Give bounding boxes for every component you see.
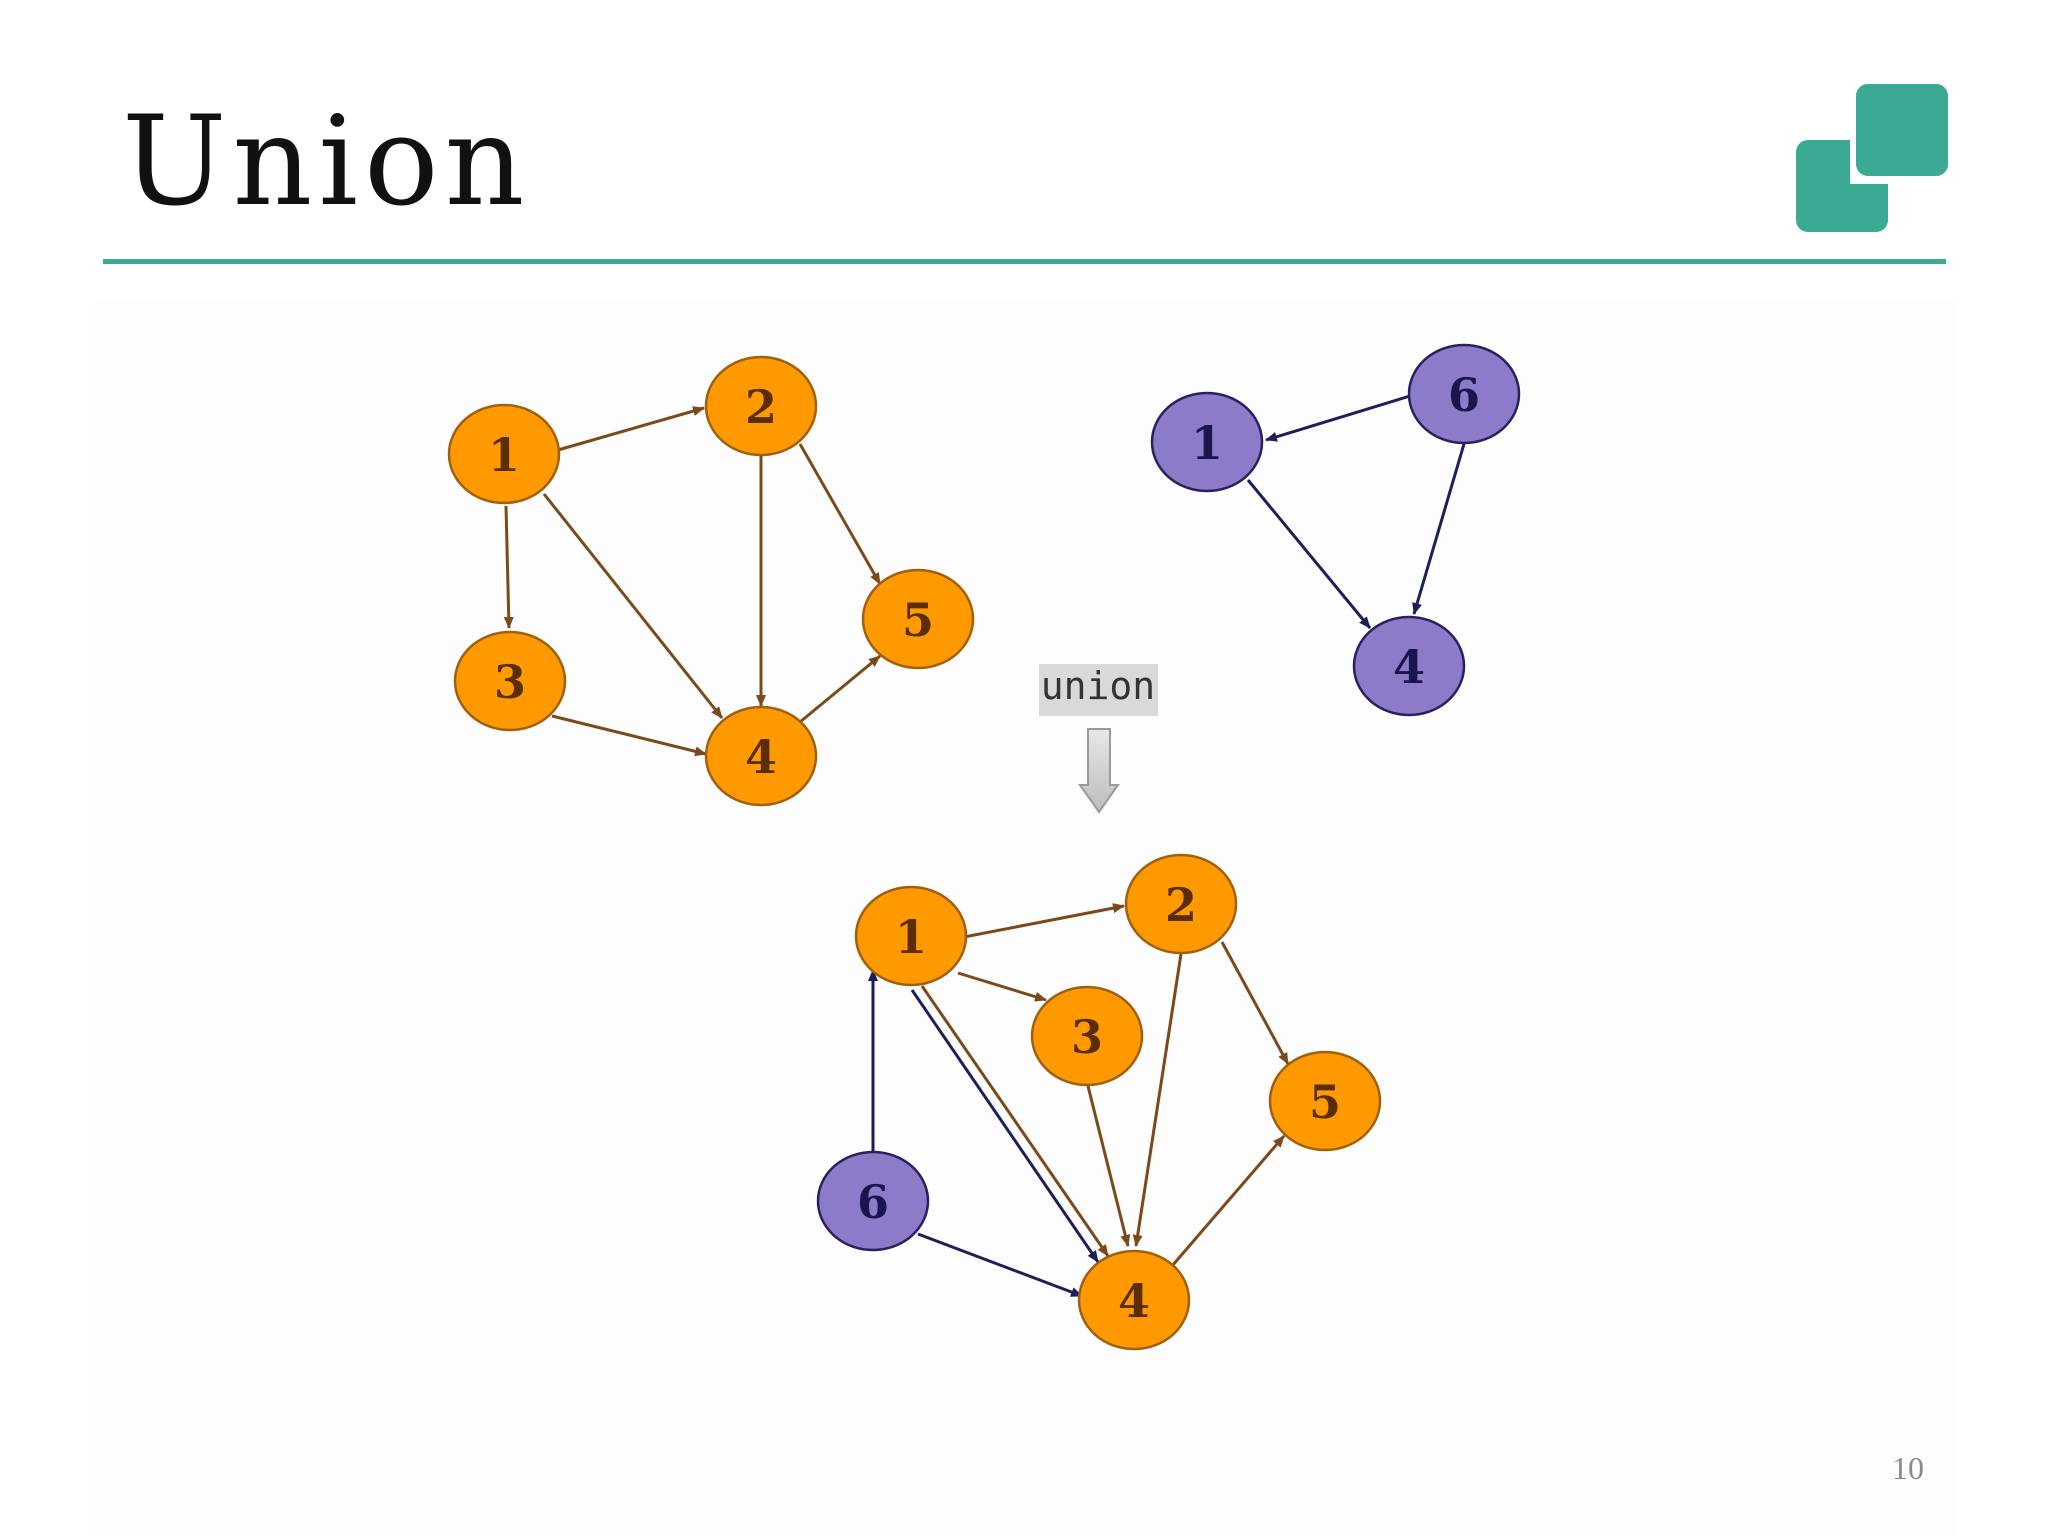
node-label: 1 [488, 428, 520, 482]
graph-a-node-5: 5 [861, 568, 975, 670]
result-node-2: 2 [1124, 853, 1238, 955]
graph-b: 1 4 6 [1150, 343, 1521, 717]
graph-a: 1 2 3 4 5 [447, 355, 975, 807]
result-node-5: 5 [1268, 1050, 1382, 1152]
node-label: 1 [1191, 416, 1223, 470]
edge-a-1-4 [542, 493, 724, 719]
node-label: 4 [1393, 640, 1425, 694]
graph-b-node-4: 4 [1352, 615, 1466, 717]
page-number: 10 [1892, 1450, 1924, 1486]
node-label: 6 [1448, 368, 1480, 422]
node-label: 2 [1165, 878, 1197, 932]
arrow-down-icon [1078, 728, 1120, 814]
graph-a-node-2: 2 [704, 355, 818, 457]
edge-b-6-1 [1265, 394, 1411, 442]
edge-r-1-4-b [910, 989, 1100, 1263]
node-label: 6 [857, 1175, 889, 1229]
node-label: 4 [1118, 1274, 1150, 1328]
edge-a-3-4 [551, 714, 707, 757]
edge-r-3-4 [1086, 1085, 1131, 1247]
edge-a-4-5 [799, 654, 881, 724]
edge-a-1-3 [503, 505, 514, 629]
slide-title: Union [122, 90, 531, 234]
result-node-4: 4 [1077, 1249, 1191, 1351]
union-label-bg [1039, 664, 1158, 716]
result-node-6: 6 [816, 1150, 930, 1252]
graph-a-node-4: 4 [704, 705, 818, 807]
node-label: 4 [745, 730, 777, 784]
edge-r-4-5 [1170, 1135, 1286, 1267]
union-label: union [1041, 664, 1155, 708]
node-label: 2 [745, 380, 777, 434]
edge-r-1-4 [920, 985, 1110, 1257]
edge-r-2-5 [1220, 941, 1290, 1065]
node-label: 5 [902, 593, 934, 647]
result-node-1: 1 [854, 885, 968, 987]
edge-b-1-4 [1246, 479, 1372, 629]
union-operator: union [1039, 664, 1158, 814]
edge-a-1-2 [557, 406, 705, 452]
edge-b-6-4 [1412, 443, 1466, 615]
node-label: 1 [895, 910, 927, 964]
node-label: 3 [1071, 1010, 1103, 1064]
graph-b-node-1: 1 [1150, 391, 1264, 493]
graph-a-node-1: 1 [447, 403, 561, 505]
result-graph: 1 2 3 4 5 6 [816, 853, 1382, 1351]
edge-a-2-5 [798, 443, 882, 585]
edge-r-2-4 [1132, 953, 1183, 1247]
graph-b-node-6: 6 [1407, 343, 1521, 445]
edge-r-1-2 [963, 903, 1125, 939]
edge-r-6-4 [917, 1232, 1083, 1298]
graph-a-node-3: 3 [453, 630, 567, 732]
result-node-3: 3 [1030, 985, 1144, 1087]
logo-icon [1796, 84, 1948, 232]
node-label: 3 [494, 655, 526, 709]
title-divider [103, 259, 1946, 264]
figure-backdrop [95, 300, 1955, 1536]
node-label: 5 [1309, 1075, 1341, 1129]
edge-r-1-3 [957, 971, 1047, 1002]
